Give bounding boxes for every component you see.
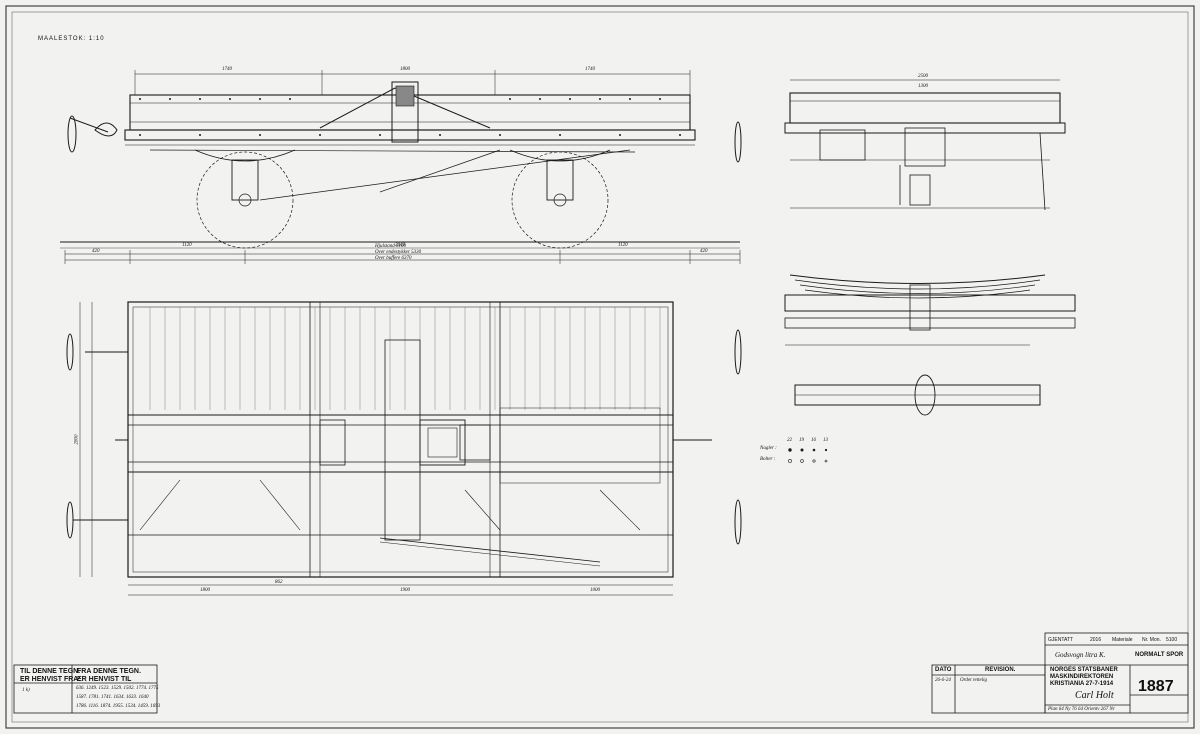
dim-wheelbase: Hjulstand 3100 — [375, 244, 406, 249]
ref-right-line-2: 1587. 1781. 1741. 1634. 1633. 1640 — [76, 695, 149, 700]
dim-side-bottom-2: 1120 — [182, 243, 192, 248]
legend-rivets-label: Nagler : — [760, 446, 777, 451]
dim-plan-bottom-4: 1000 — [590, 588, 600, 593]
dim-end-top-2: 1300 — [918, 84, 928, 89]
title-head-gjentatt: GJENTATT — [1048, 637, 1074, 643]
legend-bolts-label: Bolter : — [760, 457, 776, 462]
dim-side-top-1: 1740 — [222, 67, 232, 72]
org-line-3: KRISTIANIA 27-7-1914 — [1050, 681, 1114, 687]
dim-plan-bottom-3: 1900 — [400, 588, 410, 593]
spring-detail-view — [784, 274, 1076, 346]
org-line-2: MASKINDIREKTOREN — [1050, 674, 1114, 680]
legend-size-22: 22 — [787, 438, 792, 443]
rivet-row — [139, 98, 681, 136]
ref-right-line-3: 1786. 1116. 1874. 1955. 1534. 1459. 1693 — [76, 704, 161, 709]
revision-label: REVISION. — [985, 667, 1016, 673]
legend-symbols — [788, 448, 828, 463]
legend-size-16: 16 — [811, 438, 816, 443]
dim-side-top-2: 1800 — [400, 67, 410, 72]
dim-side-bottom-3: 2040 — [395, 243, 405, 248]
dim-end-top-1: 2500 — [918, 74, 928, 79]
sheet-border — [5, 5, 1195, 729]
gauge-label: NORMALT SPOR — [1135, 652, 1184, 658]
revision-date-label: DATO — [935, 667, 952, 673]
dim-plan-side: 2800 — [74, 434, 80, 445]
legend-size-19: 19 — [799, 438, 804, 443]
end-elevation-view — [784, 79, 1066, 211]
title-head-material: Materiale — [1112, 637, 1133, 643]
reference-block — [13, 664, 158, 714]
dim-over-buffers: Over buffere 6370 — [375, 256, 412, 261]
revision-entry-date: 26-6-24 — [935, 678, 951, 683]
dim-side-bottom-5: 420 — [700, 249, 708, 254]
ref-right-header: FRA DENNE TEGN.ER HENVIST TIL — [77, 668, 141, 683]
ref-left-header: TIL DENNE TEGN.ER HENVIST FRA: — [20, 668, 81, 683]
legend-size-13: 13 — [823, 438, 828, 443]
side-elevation-view — [60, 70, 742, 264]
brake-beam-detail-view — [794, 374, 1041, 416]
ref-left-value: 1 k) — [22, 688, 30, 693]
plan-view — [66, 301, 742, 596]
title-block — [931, 632, 1189, 714]
revision-entry-text: Ordet rettelig — [960, 678, 987, 683]
sheet-inner-border — [11, 11, 1189, 723]
drawing-number: 1887 — [1138, 678, 1174, 695]
dim-side-bottom-1: 420 — [92, 249, 100, 254]
title-head-5100: 5100 — [1166, 637, 1178, 643]
title-head-number: 2016 — [1090, 637, 1102, 643]
org-line-1: NORGES STATSBANER — [1050, 667, 1118, 673]
title-head-nr: Nr. Mon. — [1142, 637, 1161, 643]
dim-side-bottom-4: 1120 — [618, 243, 628, 248]
dim-side-top-3: 1740 — [585, 67, 595, 72]
dim-plan-bottom-1: 1800 — [200, 588, 210, 593]
ref-right-line-1: 636. 1249. 1523. 1529. 1502. 1774. 1775 — [76, 686, 159, 691]
dim-plan-bottom-2: 862 — [275, 580, 283, 585]
dim-over-endpieces: Over endestykker 5330 — [375, 250, 422, 255]
title-description: Godsvogn litra K. — [1055, 651, 1106, 659]
signature: Carl Holt — [1075, 690, 1114, 701]
title-footer-line: Plan 64 Ny 76 64 Orientv 267 Nr — [1048, 707, 1115, 712]
scale-label: MAALESTOK: 1:10 — [38, 36, 105, 42]
